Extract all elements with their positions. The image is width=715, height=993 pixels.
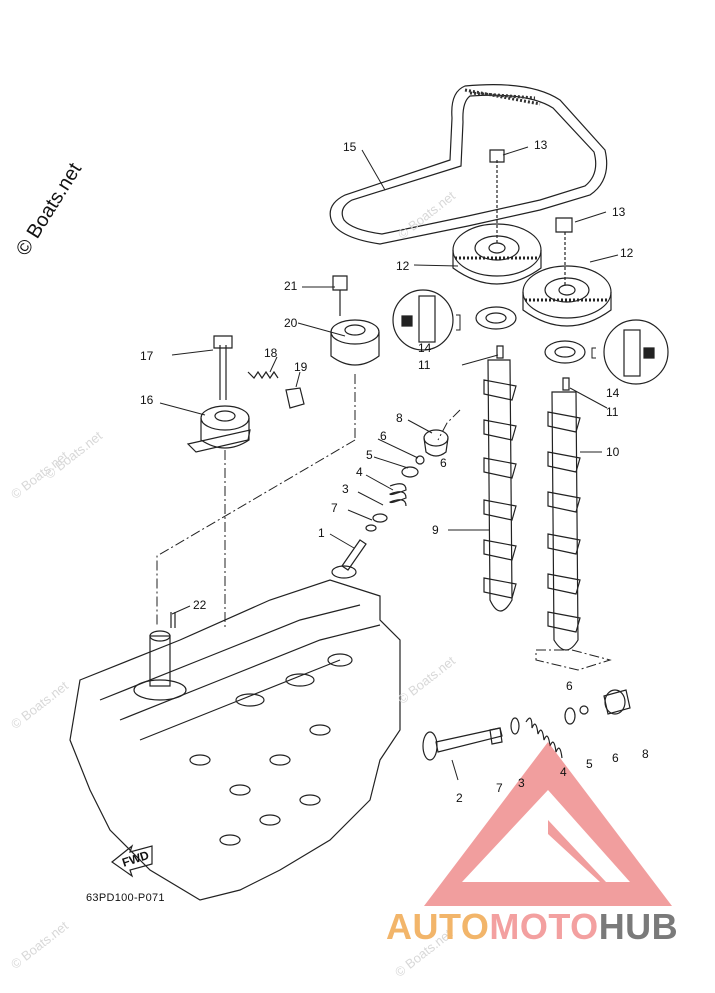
- camshaft-right: [547, 377, 581, 651]
- tensioner-assembly: [186, 335, 305, 453]
- cam-pulley-right: [522, 217, 612, 327]
- callout-6: 6: [566, 679, 573, 693]
- callout-5: 5: [586, 757, 593, 771]
- leader-lines: [159, 146, 619, 781]
- callout-3: 3: [518, 776, 525, 790]
- timing-belt: [329, 84, 608, 245]
- callout-16: 16: [140, 393, 154, 407]
- callout-13: 13: [612, 205, 626, 219]
- callout-11: 11: [606, 405, 619, 419]
- cam-pulley-left: [452, 149, 542, 285]
- callout-13: 13: [534, 138, 548, 152]
- callout-14: 14: [418, 341, 432, 355]
- valve-train-upper: [331, 429, 449, 579]
- callout-8: 8: [642, 747, 649, 761]
- callout-12: 12: [396, 259, 410, 273]
- camshaft-left: [483, 345, 517, 612]
- logo-triangle: [424, 742, 672, 906]
- seal-detail-insets: [392, 289, 669, 385]
- automotohub-logo: AUTOMOTOHUB: [386, 906, 678, 948]
- callout-4: 4: [560, 765, 567, 779]
- callout-22: 22: [193, 598, 207, 612]
- callout-14: 14: [606, 386, 620, 400]
- callout-7: 7: [331, 501, 338, 515]
- cylinder-head-block: [69, 579, 401, 901]
- callout-11: 11: [418, 358, 431, 372]
- logo-part-moto: MOTO: [489, 906, 599, 947]
- alignment-lines: [156, 374, 612, 671]
- callout-2: 2: [456, 791, 463, 805]
- callout-5: 5: [366, 448, 373, 462]
- oil-seals: [475, 306, 586, 364]
- callout-20: 20: [284, 316, 298, 330]
- callout-8: 8: [396, 411, 403, 425]
- callout-18: 18: [264, 346, 278, 360]
- callout-9: 9: [432, 523, 439, 537]
- logo-part-hub: HUB: [598, 906, 679, 947]
- callout-7: 7: [496, 781, 503, 795]
- callout-21: 21: [284, 279, 298, 293]
- callout-4: 4: [356, 465, 363, 479]
- idler-pulley: [330, 275, 380, 366]
- brackets: [456, 314, 596, 359]
- callout-15: 15: [343, 140, 357, 154]
- callout-17: 17: [140, 349, 154, 363]
- logo-part-auto: AUTO: [386, 906, 490, 947]
- fwd-arrow-icon: [110, 844, 153, 878]
- callout-6: 6: [612, 751, 619, 765]
- callout-12: 12: [620, 246, 634, 260]
- callout-6: 6: [440, 456, 447, 470]
- callout-1: 1: [318, 526, 325, 540]
- callout-10: 10: [606, 445, 620, 459]
- valve-train-lower: [422, 689, 631, 761]
- part-code: 63PD100-P071: [86, 892, 165, 904]
- callout-19: 19: [294, 360, 308, 374]
- callout-3: 3: [342, 482, 349, 496]
- callout-6: 6: [380, 429, 387, 443]
